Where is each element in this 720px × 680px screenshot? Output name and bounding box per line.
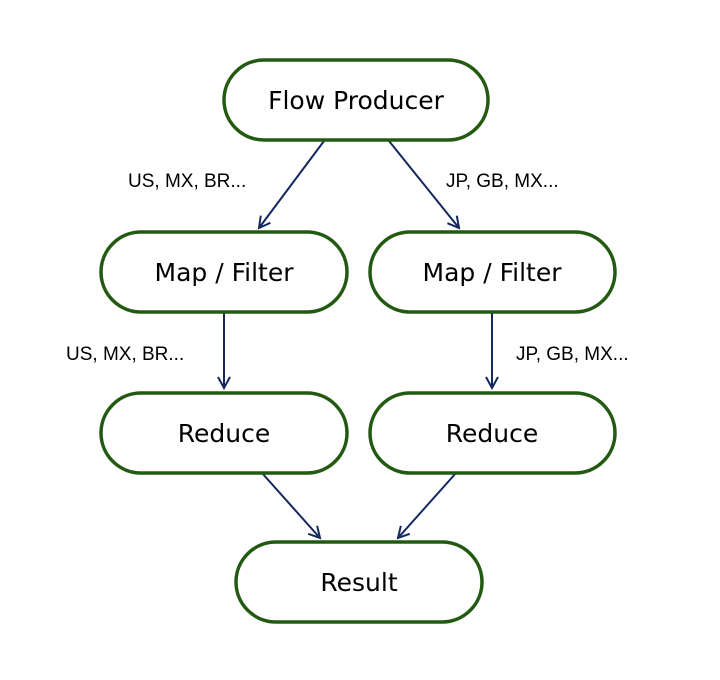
node-map-filter-left-box <box>99 230 349 314</box>
node-reduce-left: Reduce <box>99 391 349 475</box>
edge-reduce-left-to-result <box>261 472 320 538</box>
node-result-label: Result <box>320 568 397 597</box>
edge-label-map-right-to-reduce-right: JP, GB, MX... <box>516 344 629 365</box>
edge-labels: US, MX, BR... JP, GB, MX... US, MX, BR..… <box>66 171 629 365</box>
node-result: Result <box>234 540 484 624</box>
node-result-box <box>234 540 484 624</box>
edge-reduce-right-to-result <box>398 472 457 538</box>
edge-label-map-left-to-reduce-left: US, MX, BR... <box>66 344 184 365</box>
node-reduce-right-label: Reduce <box>446 419 538 448</box>
node-map-filter-right-box <box>368 230 617 314</box>
node-flow-producer-label: Flow Producer <box>268 86 445 115</box>
node-reduce-left-box <box>99 391 349 475</box>
edge-producer-to-map-right <box>388 140 459 228</box>
node-flow-producer: Flow Producer <box>222 58 490 142</box>
node-reduce-right-box <box>368 391 617 475</box>
node-map-filter-left-label: Map / Filter <box>155 258 295 287</box>
node-map-filter-left: Map / Filter <box>99 230 349 314</box>
edge-producer-to-map-left <box>259 140 325 228</box>
edge-label-producer-to-map-left: US, MX, BR... <box>128 171 246 192</box>
node-reduce-right: Reduce <box>368 391 617 475</box>
node-map-filter-right: Map / Filter <box>368 230 617 314</box>
node-map-filter-right-label: Map / Filter <box>423 258 563 287</box>
edge-label-producer-to-map-right: JP, GB, MX... <box>446 171 559 192</box>
edges <box>224 140 492 538</box>
node-flow-producer-box <box>222 58 490 142</box>
node-reduce-left-label: Reduce <box>178 419 270 448</box>
